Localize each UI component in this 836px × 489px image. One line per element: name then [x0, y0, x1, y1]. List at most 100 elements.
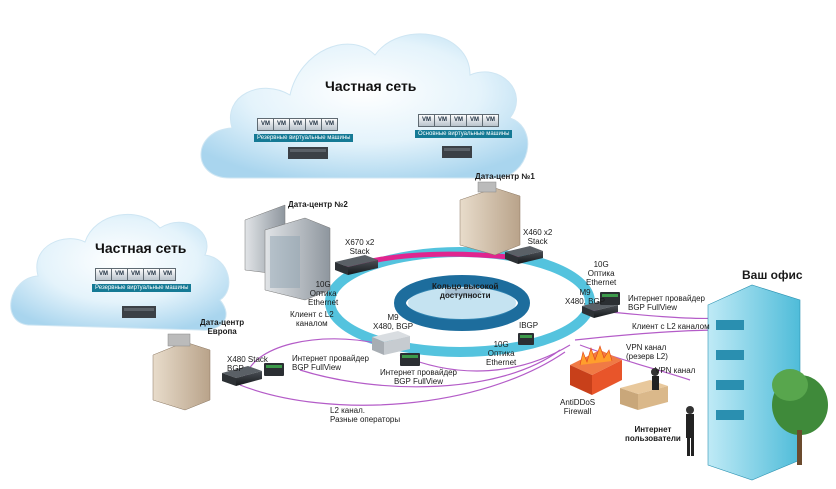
- vm-icon: VM: [434, 114, 451, 127]
- client-l2-left-line1: Клиент с L2: [290, 310, 334, 319]
- datacenter-europe-line1: Дата-центр: [200, 318, 245, 327]
- provider-right-bgp: BGP FullView: [628, 303, 678, 312]
- optic-left-type: Ethernet: [308, 298, 339, 307]
- datacenter-europe-building: [152, 333, 211, 411]
- vm-icon: VM: [305, 118, 322, 131]
- vpn-backup-label: VPN канал (резерв L2): [626, 343, 668, 361]
- vm-icon: VM: [159, 268, 176, 281]
- vm-icon: VM: [127, 268, 144, 281]
- provider-europe-bgp: BGP FullView: [292, 363, 342, 372]
- optic-right-speed: 10G: [593, 260, 609, 269]
- vm-icon: VM: [482, 114, 499, 127]
- datacenter-1-building: [459, 181, 521, 256]
- provider-right-name: Интернет провайдер: [628, 294, 706, 303]
- firewall-label: AntiDDoS Firewall: [560, 398, 595, 416]
- provider-europe-name: Интернет провайдер: [292, 354, 370, 363]
- optic-link-bottom-label: 10G Оптика Ethernet: [486, 340, 516, 367]
- vm-icon: VM: [111, 268, 128, 281]
- switch-x460-stack: Stack: [527, 237, 548, 246]
- switch-x460-label: X460 x2 Stack: [523, 228, 552, 246]
- internet-users-line2: пользователи: [625, 434, 681, 443]
- datacenter-2-label: Дата-центр №2: [288, 200, 348, 209]
- firewall-icon: [570, 345, 622, 395]
- provider-center-bgp: BGP FullView: [393, 377, 444, 386]
- main-vms-bar: Основные виртуальные машины: [415, 130, 513, 138]
- office-building: [707, 284, 828, 481]
- optic-right-medium: Оптика: [587, 269, 615, 278]
- top-cloud: [200, 33, 529, 179]
- vm-icon: VM: [273, 118, 290, 131]
- provider-europe-label: Интернет провайдер BGP FullView: [292, 354, 369, 372]
- cloud-servers: [122, 146, 472, 318]
- provider-center-name: Интернет провайдер: [380, 368, 458, 377]
- switch-m9-right-bgp: X480, BGP: [565, 297, 606, 306]
- vm-icon: VM: [257, 118, 274, 131]
- client-l2-left-label: Клиент с L2 каналом: [290, 310, 334, 328]
- switch-x670-model: X670 x2: [345, 238, 375, 247]
- switch-x460-model: X460 x2: [523, 228, 553, 237]
- vm-icon: VM: [289, 118, 306, 131]
- switch-m9-left-label: M9 X480, BGP: [373, 313, 413, 331]
- switch-m9-right-label: M9 X480, BGP: [565, 288, 605, 306]
- switch-m9-left-bgp: X480, BGP: [373, 322, 414, 331]
- l2-channel-label: L2 канал. Разные операторы: [330, 406, 400, 424]
- switch-m9-left-model: M9: [387, 313, 399, 322]
- vpn-backup-line1: VPN канал: [626, 343, 667, 352]
- provider-router-europe: [264, 363, 284, 376]
- switch-x480-model: X480 Stack: [227, 355, 268, 364]
- switch-x480-stack: [222, 366, 262, 386]
- users-icon: [620, 368, 694, 456]
- firewall-label-line2: Firewall: [563, 407, 592, 416]
- optic-bottom-medium: Оптика: [487, 349, 515, 358]
- office-title: Ваш офис: [742, 268, 803, 282]
- firewall-label-line1: AntiDDoS: [560, 398, 596, 407]
- optic-link-right-label: 10G Оптика Ethernet: [586, 260, 616, 287]
- ring-label-line2: доступности: [439, 291, 491, 300]
- vm-icon: VM: [321, 118, 338, 131]
- vpn-label: VPN канал: [655, 366, 696, 375]
- optic-bottom-speed: 10G: [493, 340, 509, 349]
- vm-icon: VM: [466, 114, 483, 127]
- vpn-backup-line2: (резерв L2): [626, 352, 668, 361]
- provider-router-center: [400, 353, 420, 366]
- switch-m9-right-model: M9: [579, 288, 591, 297]
- top-cloud-title: Частная сеть: [325, 78, 417, 94]
- switch-x460: [505, 246, 543, 264]
- datacenter-1-label: Дата-центр №1: [475, 172, 535, 181]
- left-backup-vms-bar: Резервные виртуальные машины: [92, 284, 192, 292]
- optic-bottom-type: Ethernet: [486, 358, 517, 367]
- ring-label-line1: Кольцо высокой: [432, 282, 499, 291]
- switch-x480-label: X480 Stack BGP: [227, 355, 268, 373]
- ibgp-router: [518, 333, 534, 345]
- optic-left-medium: Оптика: [309, 289, 337, 298]
- switch-x670-label: X670 x2 Stack: [345, 238, 374, 256]
- vm-icon: VM: [95, 268, 112, 281]
- optic-left-speed: 10G: [315, 280, 331, 289]
- vm-icon: VM: [450, 114, 467, 127]
- switch-x670: [335, 255, 378, 275]
- backup-vms-bar: Резервные виртуальные машины: [254, 134, 354, 142]
- datacenter-europe-line2: Европа: [207, 327, 237, 336]
- provider-right-label: Интернет провайдер BGP FullView: [628, 294, 705, 312]
- switch-m9-left: [372, 331, 410, 355]
- client-l2-left-line2: каналом: [295, 319, 328, 328]
- internet-users-line1: Интернет: [634, 425, 672, 434]
- internet-users-label: Интернет пользователи: [625, 425, 681, 443]
- datacenter-europe-label: Дата-центр Европа: [200, 318, 244, 336]
- optic-right-type: Ethernet: [586, 278, 617, 287]
- client-l2-right-label: Клиент с L2 каналом: [632, 322, 710, 331]
- l2-channel-line2: Разные операторы: [330, 415, 401, 424]
- l2-channel-line1: L2 канал.: [330, 406, 366, 415]
- provider-center-label: Интернет провайдер BGP FullView: [380, 368, 457, 386]
- switch-x670-stack: Stack: [349, 247, 370, 256]
- switch-x480-bgp: BGP: [227, 364, 244, 373]
- ring-label: Кольцо высокой доступности: [432, 282, 498, 300]
- ibgp-label: IBGP: [519, 321, 539, 330]
- left-cloud-title: Частная сеть: [95, 240, 187, 256]
- optic-link-left-label: 10G Оптика Ethernet: [308, 280, 338, 307]
- vm-icon: VM: [143, 268, 160, 281]
- ring: [325, 247, 595, 357]
- datacenter-2-building: [244, 204, 331, 301]
